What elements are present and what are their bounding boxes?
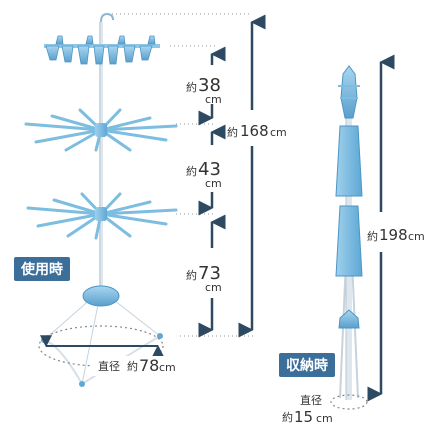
svg-text:約: 約	[186, 164, 197, 178]
svg-text:使用時: 使用時	[20, 261, 63, 278]
svg-text:15: 15	[294, 408, 313, 426]
guide-lines	[112, 13, 256, 337]
svg-text:168: 168	[240, 122, 269, 140]
svg-text:cm: cm	[205, 93, 222, 106]
use-state-badge: 使用時	[14, 257, 70, 281]
hanger-stored	[330, 65, 368, 410]
label-base-diameter: 直径 約 78 cm	[92, 356, 184, 376]
svg-text:198: 198	[379, 226, 408, 244]
svg-text:cm: cm	[159, 361, 176, 374]
hub-tier-1	[95, 123, 107, 137]
base-hub	[82, 285, 120, 307]
svg-text:約: 約	[282, 410, 293, 424]
folded-base	[338, 309, 360, 329]
svg-text:直径: 直径	[300, 393, 322, 407]
svg-text:cm: cm	[205, 177, 222, 190]
dim-arrows	[198, 14, 395, 402]
clip-ring	[44, 35, 160, 65]
folded-tier-1	[335, 125, 363, 197]
folded-tier-2	[335, 205, 363, 277]
storage-state-badge: 収納時	[279, 353, 335, 377]
label-total-height: 約 168 cm	[227, 122, 287, 140]
svg-text:収納時: 収納時	[286, 357, 328, 374]
svg-text:直径: 直径	[98, 359, 120, 373]
svg-text:43: 43	[198, 159, 221, 180]
hanger-in-use	[24, 12, 178, 387]
svg-text:約: 約	[127, 359, 138, 373]
folded-clips	[340, 65, 358, 119]
svg-text:73: 73	[198, 263, 221, 284]
label-stored-diameter: 直径 約 15 cm	[282, 393, 333, 426]
svg-text:cm: cm	[205, 281, 222, 294]
label-tier2-gap: 約 43 cm	[186, 159, 222, 190]
stored-footprint	[330, 394, 368, 410]
svg-text:38: 38	[198, 75, 221, 96]
svg-text:78: 78	[139, 356, 159, 375]
label-tier1-gap: 約 38 cm	[186, 75, 222, 106]
hook-icon	[100, 12, 114, 23]
svg-text:約: 約	[367, 229, 378, 243]
label-stored-height: 約 198 cm	[365, 224, 431, 244]
svg-text:約: 約	[186, 268, 197, 282]
svg-text:cm: cm	[316, 412, 333, 425]
svg-text:cm: cm	[270, 126, 287, 139]
svg-text:約: 約	[186, 80, 197, 94]
svg-text:cm: cm	[408, 230, 425, 243]
label-base-height: 約 73 cm	[186, 263, 222, 294]
svg-text:約: 約	[227, 125, 238, 139]
hub-tier-2	[95, 207, 107, 221]
